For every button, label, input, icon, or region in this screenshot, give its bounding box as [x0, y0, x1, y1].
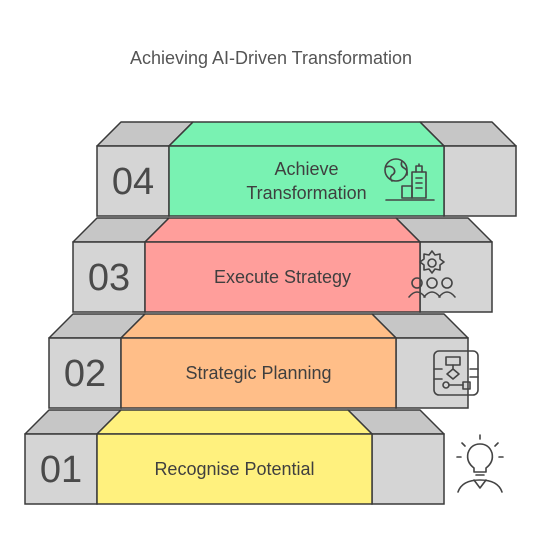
step-label: Transformation	[246, 183, 366, 203]
step-label: Recognise Potential	[154, 459, 314, 479]
step-center-front	[168, 145, 445, 217]
step-label: Execute Strategy	[214, 267, 351, 287]
step-center-top	[144, 217, 421, 243]
step-right-block	[395, 337, 469, 409]
gear-people-icon	[408, 250, 456, 298]
lightbulb-person-icon	[456, 434, 504, 493]
globe-city-icon	[384, 158, 435, 201]
step-center-top	[96, 409, 373, 435]
diagram-title: Achieving AI-Driven Transformation	[129, 48, 413, 68]
step-03: 03 Execute Strategy	[72, 217, 493, 313]
step-right-block	[371, 433, 445, 505]
step-number: 04	[112, 161, 154, 203]
step-center-top	[120, 313, 397, 339]
step-center-front	[96, 433, 373, 505]
step-01: 01 Recognise Potential	[24, 409, 445, 505]
step-center-front	[120, 337, 397, 409]
step-center-front	[144, 241, 421, 313]
step-label: Strategic Planning	[185, 363, 331, 383]
flowchart-icon	[433, 350, 479, 396]
step-right-block	[419, 241, 493, 313]
step-number: 03	[88, 257, 130, 299]
step-label: Achieve	[274, 159, 338, 179]
step-02: 02 Strategic Planning	[48, 313, 469, 409]
step-right-block	[443, 145, 517, 217]
step-number: 02	[64, 353, 106, 395]
step-left-block	[96, 145, 170, 217]
step-number: 01	[40, 449, 82, 491]
step-center-top	[168, 121, 445, 147]
